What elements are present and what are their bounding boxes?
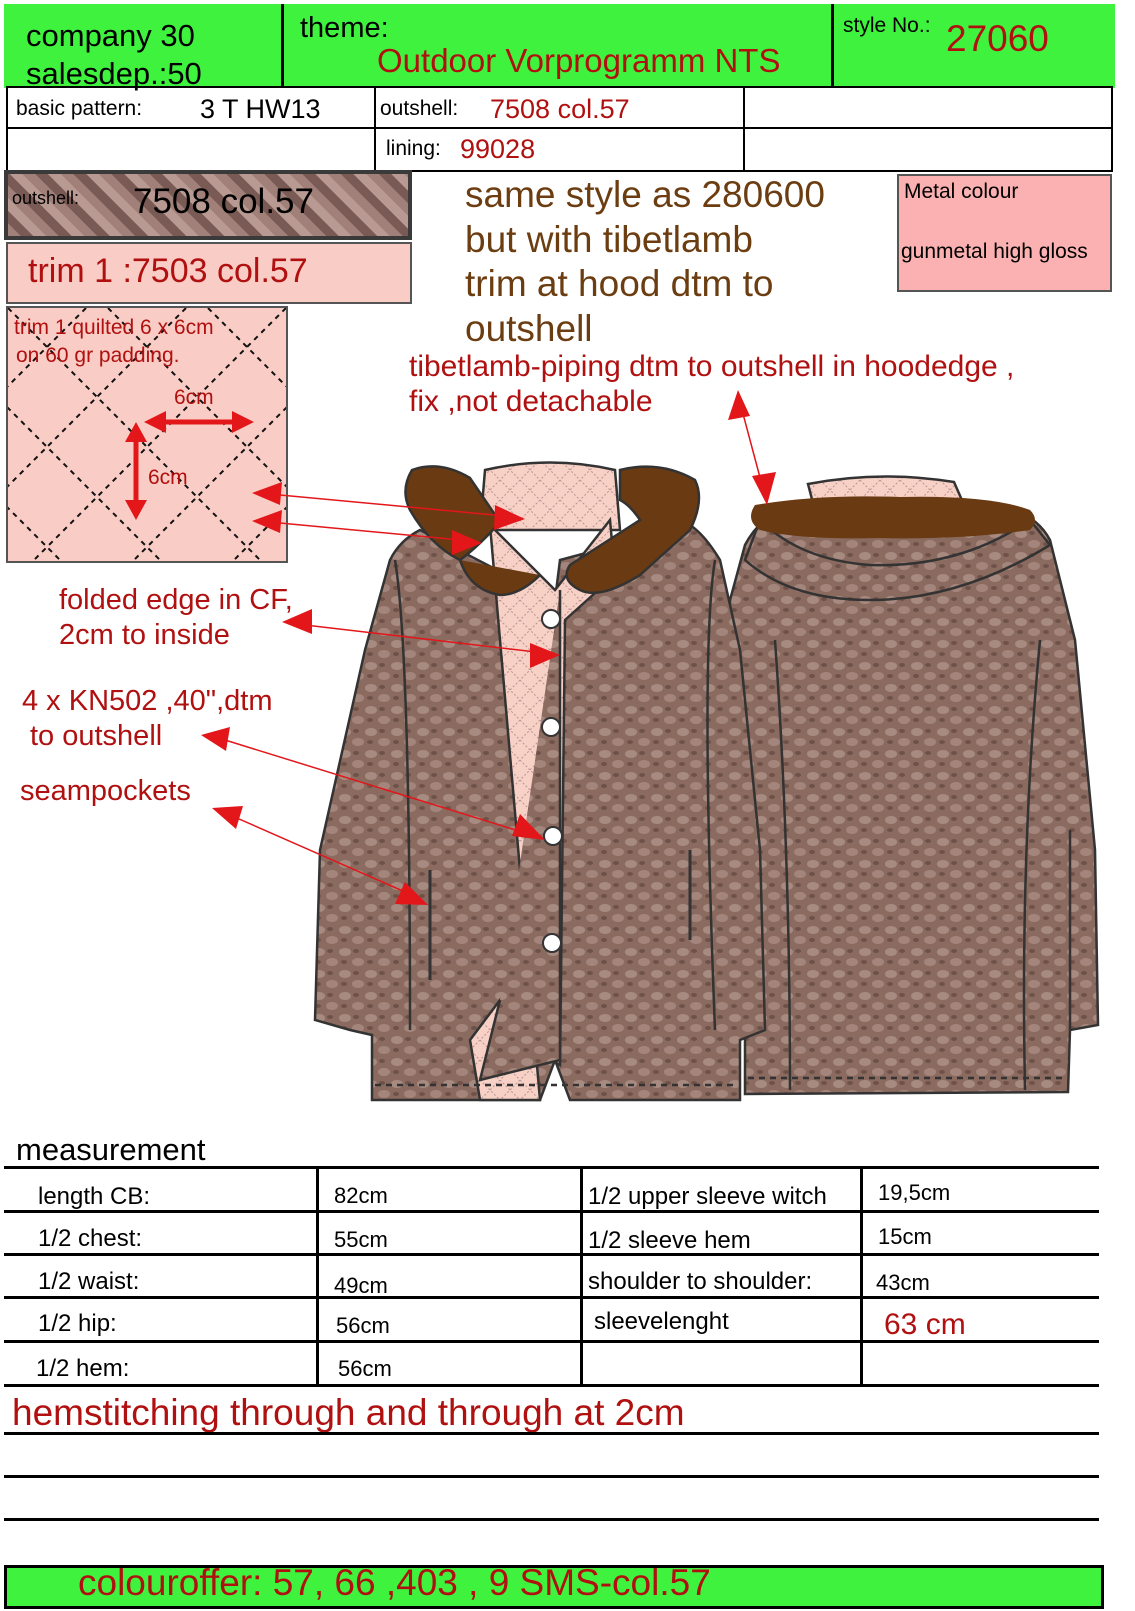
piping-annotation-2: fix ,not detachable xyxy=(409,385,653,418)
swatch-label: outshell: xyxy=(12,188,80,208)
lining-label: lining: xyxy=(386,137,441,160)
table-col-1 xyxy=(316,1166,319,1387)
header-bar xyxy=(4,4,1115,88)
note-line-2 xyxy=(4,1475,1099,1478)
theme-label: theme: xyxy=(300,12,389,44)
measure-value: 63 cm xyxy=(884,1308,966,1341)
measure-value: 55cm xyxy=(334,1227,388,1252)
measure-label: shoulder to shoulder: xyxy=(588,1268,813,1295)
measure-label: 1/2 waist: xyxy=(38,1268,140,1295)
measure-value: 82cm xyxy=(334,1183,388,1208)
measure-label: length CB: xyxy=(38,1183,151,1210)
measure-label: 1/2 sleeve hem xyxy=(588,1227,751,1254)
outshell-value: 7508 col.57 xyxy=(490,94,630,124)
company: company 30 xyxy=(26,18,195,53)
hemstitching-note: hemstitching through and through at 2cm xyxy=(12,1392,685,1433)
salesdep: salesdep.:50 xyxy=(26,56,202,91)
buttons-annotation-2: to outshell xyxy=(30,720,163,752)
info-row-divider xyxy=(6,127,1113,129)
measure-value: 43cm xyxy=(876,1270,930,1295)
colouroffer-bar xyxy=(4,1565,1104,1609)
outshell-swatch xyxy=(4,170,412,240)
info-col-divider-2 xyxy=(743,86,745,172)
trim-label: trim 1 :7503 col.57 xyxy=(28,252,308,290)
measure-value: 49cm xyxy=(334,1273,388,1298)
back-view xyxy=(720,475,1100,1096)
measure-value: 56cm xyxy=(336,1313,390,1338)
quilt-dim-horizontal: 6cm xyxy=(174,386,214,409)
seampockets-annotation: seampockets xyxy=(20,775,191,807)
metal-colour-value: gunmetal high gloss xyxy=(901,240,1088,263)
metal-colour-box xyxy=(897,174,1112,292)
style-number: 27060 xyxy=(946,18,1049,59)
lining-value: 99028 xyxy=(460,134,536,164)
basic-pattern-value: 3 T HW13 xyxy=(200,94,321,124)
table-line-0 xyxy=(4,1166,1099,1169)
folded-edge-annotation-1: folded edge in CF, xyxy=(59,584,293,616)
swatch-value: 7508 col.57 xyxy=(133,182,314,221)
measurement-title: measurement xyxy=(16,1132,206,1167)
quilt-text-2: on 60 gr padding. xyxy=(16,344,180,367)
annotation-arrows xyxy=(201,390,776,905)
measure-value: 56cm xyxy=(338,1356,392,1381)
info-col-divider-1 xyxy=(374,86,376,172)
table-line-2 xyxy=(4,1253,1099,1256)
info-table xyxy=(6,86,1113,172)
measure-value: 15cm xyxy=(878,1224,932,1249)
measure-label: 1/2 upper sleeve witch xyxy=(588,1183,827,1210)
front-view xyxy=(313,461,767,1102)
quilt-swatch xyxy=(6,306,288,563)
measure-label: 1/2 chest: xyxy=(38,1225,143,1252)
description-line-1: same style as 280600 xyxy=(465,174,825,215)
colouroffer: colouroffer: 57, 66 ,403 , 9 SMS-col.57 xyxy=(78,1562,711,1603)
measure-label: 1/2 hem: xyxy=(36,1355,130,1382)
table-line-1 xyxy=(4,1210,1099,1213)
trim-label-box xyxy=(6,242,412,304)
folded-edge-annotation-2: 2cm to inside xyxy=(59,619,230,651)
metal-colour-title: Metal colour xyxy=(904,180,1019,203)
table-line-5 xyxy=(4,1384,1099,1387)
table-line-4 xyxy=(4,1340,1099,1343)
piping-annotation-1: tibetlamb-piping dtm to outshell in hood… xyxy=(409,350,1015,383)
description-line-2: but with tibetlamb xyxy=(465,219,753,260)
header-divider-1 xyxy=(281,4,284,88)
theme-value: Outdoor Vorprogramm NTS xyxy=(377,42,781,79)
quilt-text-1: trim 1 quilted 6 x 6cm xyxy=(14,316,214,339)
measure-label: 1/2 hip: xyxy=(38,1310,117,1337)
measure-value: 19,5cm xyxy=(878,1180,951,1205)
outshell-label: outshell: xyxy=(380,97,459,120)
table-line-3 xyxy=(4,1296,1099,1299)
header-divider-2 xyxy=(831,4,834,88)
description-line-3: trim at hood dtm to xyxy=(465,263,774,304)
note-line-3 xyxy=(4,1518,1099,1521)
description-line-4: outshell xyxy=(465,308,593,349)
buttons-annotation-1: 4 x KN502 ,40",dtm xyxy=(22,685,273,717)
table-col-2 xyxy=(580,1166,583,1387)
style-label: style No.: xyxy=(843,14,931,37)
table-col-3 xyxy=(860,1166,863,1387)
quilt-dim-vertical: 6cm xyxy=(148,466,188,489)
basic-pattern-label: basic pattern: xyxy=(16,97,143,120)
note-line-1 xyxy=(4,1432,1099,1435)
quilt-pattern xyxy=(8,308,286,561)
measure-label: sleevelenght xyxy=(594,1308,729,1335)
